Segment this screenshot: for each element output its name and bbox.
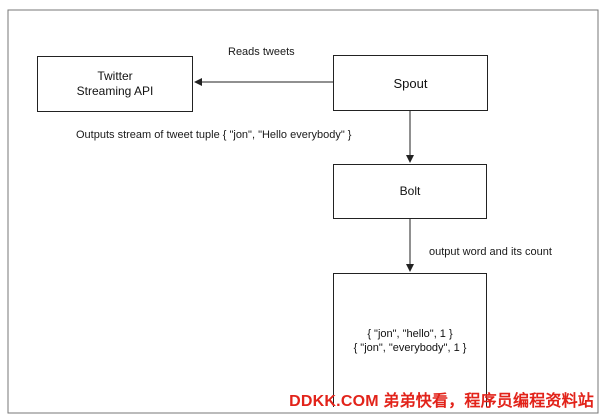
watermark-text: DDKK.COM 弟弟快看，程序员编程资料站 bbox=[289, 393, 594, 410]
edge-label-outputs-stream: Outputs stream of tweet tuple { "jon", "… bbox=[76, 129, 352, 141]
bolt-label: Bolt bbox=[399, 184, 421, 198]
output-tuple-2: { "jon", "everybody", 1 } bbox=[353, 341, 467, 354]
edge-label-reads-tweets: Reads tweets bbox=[228, 46, 295, 58]
outer-frame bbox=[7, 9, 599, 414]
output-tuple-1: { "jon", "hello", 1 } bbox=[367, 327, 453, 340]
spout-node: Spout bbox=[333, 55, 488, 111]
edge-label-output-word-count: output word and its count bbox=[429, 246, 552, 258]
bolt-node: Bolt bbox=[333, 164, 487, 219]
twitter-api-node: Twitter Streaming API bbox=[37, 56, 193, 112]
twitter-api-label-line2: Streaming API bbox=[76, 84, 154, 98]
output-node: { "jon", "hello", 1 } { "jon", "everybod… bbox=[333, 273, 487, 407]
twitter-api-label-line1: Twitter bbox=[97, 69, 133, 83]
spout-label: Spout bbox=[393, 75, 428, 91]
